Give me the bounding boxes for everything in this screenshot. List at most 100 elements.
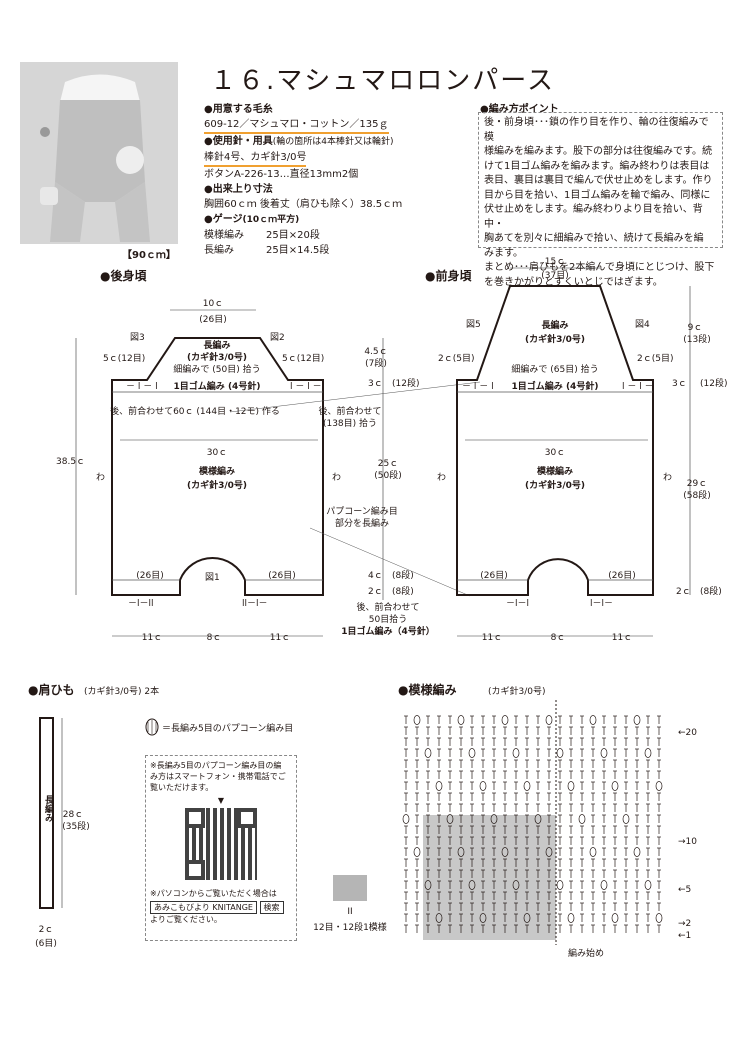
popcorn-stitch-icon (655, 913, 663, 923)
popcorn-stitch-icon (600, 880, 608, 890)
yarn-heading: ●用意する毛糸 (204, 104, 273, 115)
back-panel-needle: (カギ針3/0号) (187, 351, 247, 363)
popcorn-stitch-icon (622, 814, 630, 824)
back-wa-left: わ (96, 472, 105, 483)
popcorn-stitch-icon (611, 781, 619, 791)
back-rib-marks-left: －l－ll (128, 599, 154, 609)
center-bottom1: 後、前合わせて (356, 601, 419, 613)
front-width-mid: 8ｃ (551, 633, 566, 643)
popcorn-stitch-icon (479, 781, 487, 791)
center-h-crotch: 4ｃ (368, 571, 383, 581)
strap-heading: ●肩ひも (28, 682, 74, 697)
front-pickup: 細編みで (65目) 拾う (511, 363, 598, 375)
gauge-heading: ●ゲージ (204, 214, 243, 225)
pattern-heading: ●模様編み (398, 682, 456, 697)
front-crotch-left: (26目) (480, 570, 507, 581)
center-h-body: 25ｃ (378, 459, 398, 469)
front-panel-needle: (カギ針3/0号) (525, 333, 585, 345)
qr-code-icon[interactable] (185, 808, 257, 880)
popcorn-stitch-icon (589, 847, 597, 857)
points-line: 目から目を拾い、1目ゴム編みを輪で編み、同様に (484, 189, 711, 201)
strap-width: 2ｃ (39, 925, 54, 935)
front-h-body-rows: (58段) (683, 489, 710, 501)
popcorn-stitch-icon (424, 748, 432, 758)
back-width-right: 11ｃ (270, 633, 290, 643)
back-fig1: 図1 (205, 572, 220, 583)
popcorn-stitch-icon (402, 814, 410, 824)
points-line: 後・前身頃･･･鎖の作り目を作り、輪の往復編みで模 (484, 117, 709, 143)
center-h-rib-rows: (12段) (392, 377, 419, 389)
popcorn-stitch-icon (468, 748, 476, 758)
button-value: ボタンA-226-13…直径13mm2個 (204, 169, 359, 180)
back-side-left: 5ｃ(12目) (103, 353, 145, 364)
back-body-width: 30ｃ (207, 448, 227, 458)
strap-heading-note: (カギ針3/0号) 2本 (84, 685, 159, 697)
search-button[interactable]: 検索 (259, 901, 284, 914)
popcorn-stitch-icon (567, 913, 575, 923)
search-tail: よりご覧ください。 (150, 915, 222, 924)
qr-note: 覧いただけます。 (150, 783, 214, 792)
points-line: みます。 (484, 247, 523, 259)
back-wa-right: わ (332, 472, 341, 483)
center-h-top-rows: (7段) (365, 357, 387, 369)
popcorn-stitch-icon (534, 814, 542, 824)
front-width-left: 11ｃ (482, 633, 502, 643)
points-box: 後・前身頃･･･鎖の作り目を作り、輪の往復編みで模 様編みを編みます。股下の部分… (478, 112, 723, 288)
popcorn-stitch-icon (633, 715, 641, 725)
photo-caption: 【90ｃｍ】 (122, 250, 176, 261)
strap-length: 28ｃ (63, 810, 83, 820)
back-body-label: 模様編み (199, 465, 235, 477)
front-h-body: 29ｃ (687, 479, 707, 489)
popcorn-stitch-icon (567, 781, 575, 791)
front-width-right: 11ｃ (612, 633, 632, 643)
back-top-sts: (26目) (199, 314, 226, 325)
row-label-20: ←20 (678, 728, 697, 738)
popcorn-stitch-icon (457, 847, 465, 857)
row-label-1: ←1 (678, 931, 691, 941)
popcorn-stitch-icon (413, 715, 421, 725)
repeat-label: 12目・12段1模様 (313, 921, 387, 933)
popcorn-stitch-icon (457, 715, 465, 725)
qr-note: み方はスマートフォン・携帯電話でご (150, 772, 286, 781)
popcorn-stitch-icon (424, 880, 432, 890)
back-fig3: 図3 (130, 332, 145, 343)
front-fig5: 図5 (466, 319, 481, 330)
front-crotch-right: (26目) (608, 570, 635, 581)
points-line: 胸あてを別々に細編みで拾い、続けて長編みを編 (484, 233, 704, 244)
romper-photo (20, 62, 178, 244)
stitch-chart (402, 700, 663, 945)
popcorn-stitch-icon (578, 814, 586, 824)
points-line: を巻きかがりとすくいとじではぎます。 (484, 276, 663, 288)
row-label-10: →10 (678, 837, 697, 847)
center-popcorn1: パプコーン編み目 (326, 505, 398, 517)
popcorn-stitch-icon (512, 880, 520, 890)
needles-value: 棒針4号、カギ針3/0号 (204, 150, 307, 167)
back-width-left: 11ｃ (142, 633, 162, 643)
center-h-body-rows: (50段) (374, 469, 401, 481)
page-title: １６.マシュマロロンパース (210, 66, 555, 96)
points-line: 様編みを編みます。股下の部分は往復編みです。続 (484, 146, 712, 157)
points-line: 伏せ止めをします。編み終わりより目を拾い、背中・ (484, 204, 703, 230)
center-bottom2: 50目拾う (369, 613, 407, 625)
front-rib-marks-left: －l－l (506, 599, 529, 609)
row-label-5: ←5 (678, 885, 691, 895)
back-height-total: 38.5ｃ (56, 457, 85, 467)
qr-note: ※長編み5目のパプコーン編み目の編 (150, 761, 282, 770)
arrow-down-icon: ▼ (217, 796, 225, 805)
popcorn-stitch-icon (435, 913, 443, 923)
popcorn-stitch-icon (655, 781, 663, 791)
materials-block: ●用意する毛糸 609-12／マシュマロ・コットン／135ｇ ●使用針・用具(輪… (204, 102, 484, 258)
back-note-right2: (138目) 拾う (323, 417, 377, 429)
back-pickup: 細編みで (50目) 拾う (173, 363, 260, 375)
popcorn-stitch-icon (501, 715, 509, 725)
strap-width-rows: (6目) (35, 938, 57, 949)
tools-heading: ●使用針・用具 (204, 136, 273, 147)
pc-note: ※パソコンからご覧いただく場合は (150, 889, 277, 898)
front-h-rib: 3ｃ (672, 379, 687, 389)
rib-mark: l － l － (290, 382, 322, 392)
popcorn-stitch-icon (644, 748, 652, 758)
legend-popcorn: ＝長編み5目のパプコーン編み目 (162, 722, 293, 734)
popcorn-stitch-icon (468, 880, 476, 890)
